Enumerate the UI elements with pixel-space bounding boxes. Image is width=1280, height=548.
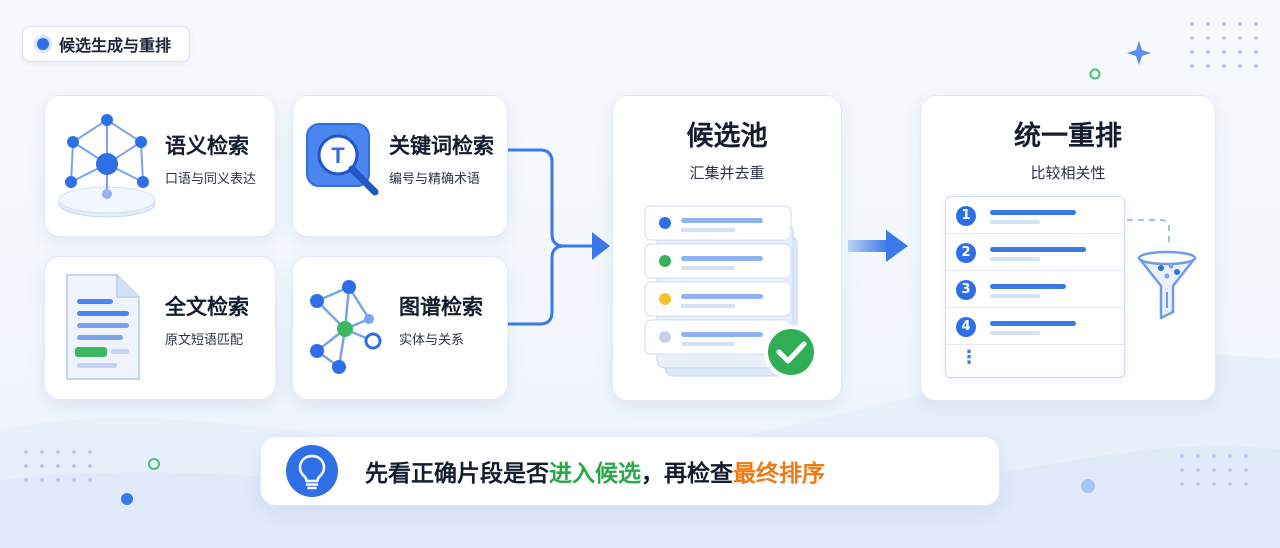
rerank-subtitle: 比较相关性 (1030, 164, 1106, 182)
sparkle-icon (1127, 41, 1151, 65)
retriever-card-keyword[interactable]: T 关键词检索 编号与精确术语 (292, 95, 508, 237)
tip-banner: 先看正确片段是否进入候选，再检查最终排序 (260, 436, 1000, 506)
retriever-title: 关键词检索 (389, 134, 494, 158)
lightbulb-icon (286, 445, 338, 497)
retriever-subtitle: 原文短语匹配 (165, 333, 244, 348)
ranked-item: 1 (946, 197, 1124, 234)
ranked-list: 1 2 3 4 ⋮ (945, 196, 1125, 378)
tip-highlight-candidate: 进入候选 (549, 461, 641, 487)
decor-dot-grid-bottom-right (1180, 454, 1248, 486)
badge-dot-icon (37, 38, 49, 50)
rank-number-badge: 1 (956, 206, 976, 226)
decor-dot-grid-bottom-left (24, 450, 92, 482)
check-badge-icon (764, 325, 818, 379)
document-icon (66, 274, 140, 380)
tip-part-1: 先看正确片段是否 (365, 461, 549, 487)
retriever-subtitle: 口语与同义表达 (165, 172, 257, 187)
retriever-title: 语义检索 (165, 134, 249, 158)
retriever-card-graph[interactable]: 图谱检索 实体与关系 (292, 256, 508, 400)
retriever-title: 全文检索 (165, 295, 249, 319)
retriever-card-semantic[interactable]: 语义检索 口语与同义表达 (44, 95, 276, 237)
candidate-pool-card[interactable]: 候选池 汇集并去重 (612, 95, 842, 401)
decor-dot-blue-bottom-right (1081, 479, 1095, 493)
decor-ring-green-bottom (148, 458, 160, 470)
candidate-pool-subtitle: 汇集并去重 (689, 164, 765, 182)
tip-part-2: ，再检查 (641, 461, 733, 487)
flow-arrow-icon (848, 230, 908, 262)
more-items-indicator: ⋮ (960, 347, 978, 368)
candidate-stack-icon (644, 205, 798, 377)
merge-connector-arrow (508, 148, 610, 326)
svg-text:T: T (331, 143, 345, 168)
ranked-item: 2 (946, 234, 1124, 271)
rank-number-badge: 4 (956, 317, 976, 337)
rank-number-badge: 2 (956, 243, 976, 263)
rerank-card[interactable]: 统一重排 比较相关性 1 2 3 4 ⋮ (920, 95, 1216, 401)
decor-ring-green-top (1089, 68, 1101, 80)
rank-number-badge: 3 (956, 280, 976, 300)
candidate-pool-title: 候选池 (686, 121, 768, 152)
filter-funnel-icon (1127, 219, 1197, 320)
decor-dot-grid-top-right (1190, 22, 1258, 68)
retriever-subtitle: 实体与关系 (399, 333, 465, 348)
rerank-title: 统一重排 (1014, 121, 1122, 152)
ranked-item: 3 (946, 271, 1124, 308)
retriever-card-fulltext[interactable]: 全文检索 原文短语匹配 (44, 256, 276, 400)
semantic-network-icon (58, 114, 156, 218)
retriever-subtitle: 编号与精确术语 (389, 172, 481, 187)
tip-highlight-ranking: 最终排序 (733, 461, 825, 487)
section-title: 候选生成与重排 (59, 36, 172, 55)
section-badge: 候选生成与重排 (22, 26, 191, 62)
retriever-title: 图谱检索 (399, 295, 483, 319)
ranked-item: 4 (946, 308, 1124, 345)
graph-icon (310, 280, 382, 374)
decor-dot-blue-bottom-left (121, 493, 133, 505)
tip-text: 先看正确片段是否进入候选，再检查最终排序 (365, 454, 825, 488)
keyword-search-icon: T (306, 123, 379, 196)
